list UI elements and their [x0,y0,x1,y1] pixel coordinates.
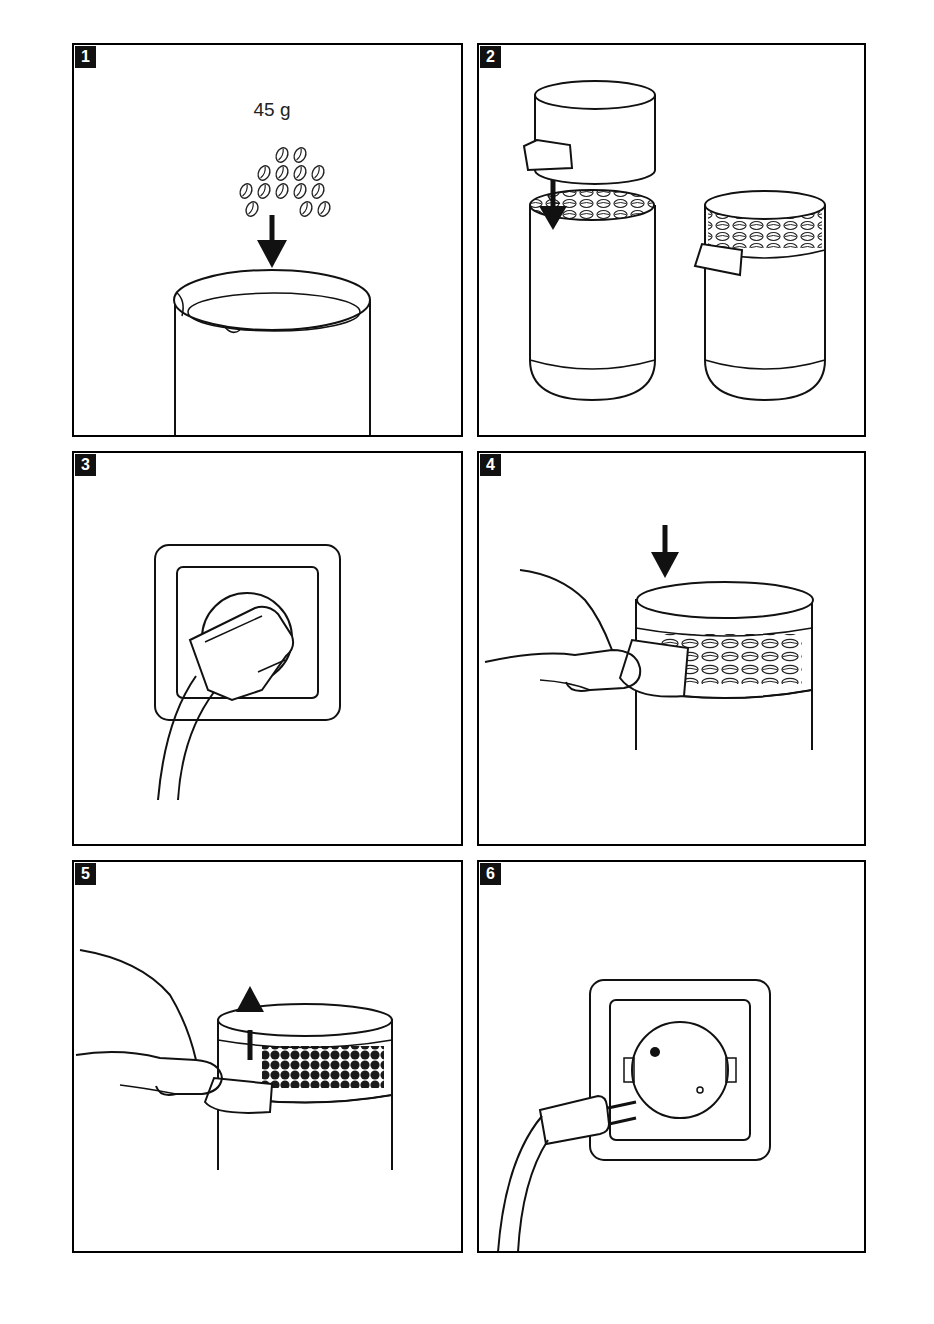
step-number: 1 [75,46,96,68]
step-number: 6 [480,863,501,885]
cup-filling [174,146,370,436]
step-number: 5 [75,863,96,885]
amount-label: 45 g [254,99,291,121]
step-panel: 3 [72,451,463,846]
lid-and-container [524,81,825,400]
step-panel: 2 [477,43,866,437]
step-number: 4 [480,454,501,476]
step-number: 2 [480,46,501,68]
step-number: 3 [75,454,96,476]
step-panel: 4 [477,451,866,846]
plug-in-socket [155,545,340,800]
step-panel: 6 [477,860,866,1253]
unplug-socket [498,980,770,1252]
release-when-ground [76,950,392,1170]
step-panel: 5 [72,860,463,1253]
press-to-grind [485,525,813,750]
